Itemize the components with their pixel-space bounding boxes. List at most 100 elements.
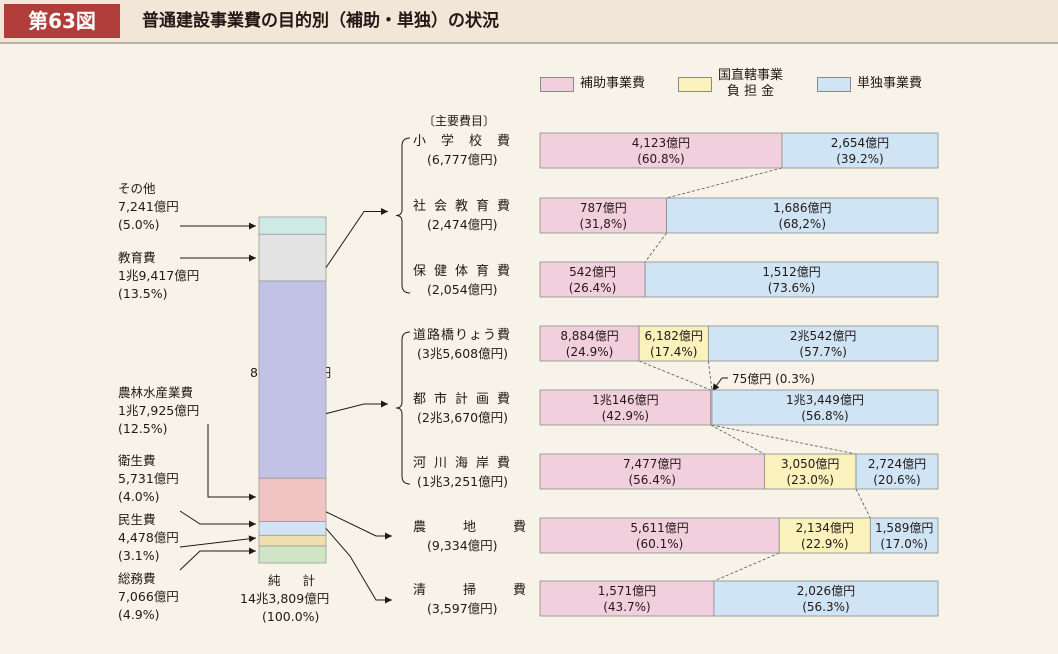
bar-pct-label: (17.4%) [650,345,697,359]
connector-lines: 75億円 (0.3%) [638,167,871,582]
legend-swatch-hojo [540,77,574,92]
segment-label-doboku-amount: 8兆1,951億円 [250,365,332,380]
link-arrow-head [381,208,388,215]
bar-value-label: 1,512億円 [762,265,820,279]
bar-value-label: 2,026億円 [797,584,855,598]
dashed-connector [644,232,667,263]
bar-segment [781,132,939,169]
segment-label-minsei-amount: 4,478億円 [118,530,179,545]
bar-pct-label: (68,2%) [779,217,826,231]
bar-segment [539,197,667,234]
segment-label-minsei-name: 民生費 [118,512,156,527]
legend-label-chokkatsu: 国直轄事業 負 担 金 [718,68,784,99]
figure-number: 第63図 [4,4,120,38]
bar-value-label: 2,134億円 [796,521,854,535]
pointer-arrow-head [249,493,256,501]
link-arrow-head [381,400,388,408]
bar-value-label: 5,611億円 [630,521,688,535]
dashed-connector [710,424,765,455]
segment-label-eisei-name: 衛生費 [118,453,156,468]
segment-label-sonota-pct: (5.0%) [118,217,160,232]
bar-pct-label: (31,8%) [580,217,627,231]
bar-value-label: 7,477億円 [623,457,681,471]
segment-label-norin-name: 農林水産業費 [118,385,194,400]
pointer-arrow [179,550,256,571]
bar-pct-label: (56.3%) [802,600,849,614]
bar-segment [710,389,713,426]
stack-segment [258,545,327,564]
pointer-arrow-head [249,222,256,230]
legend-item-chokkatsu: 国直轄事業 負 担 金 [678,68,808,102]
category-name: 農地費 [413,520,564,535]
total-pct: (100.0%) [262,609,320,624]
link-arrow [325,511,392,537]
bar-pct-label: (42.9%) [602,409,649,423]
category-name: 社会教育費 [413,199,519,214]
bar-value-label: 8,884億円 [560,329,618,343]
link-arrow [325,403,388,415]
pointer-arrow-head [248,535,256,543]
total-title: 純計 [268,573,338,588]
stack-segment [258,534,327,547]
callout-arrow-head [712,383,720,391]
bracket-education [395,137,411,294]
bar-value-label: 1,686億円 [773,201,831,215]
bar-pct-label: (22.9%) [801,537,848,551]
segment-label-kyoiku-amount: 1兆9,417億円 [118,268,200,283]
dashed-connector [666,167,783,199]
segment-label-norin-pct: (12.5%) [118,421,168,436]
category-name: 道路橋りょう費 [413,328,512,343]
bar-segment [539,580,715,617]
bar-segment [539,389,712,426]
dashed-connector [711,424,857,455]
bar-pct-label: (57.7%) [799,345,846,359]
bar-value-label: 542億円 [569,265,616,279]
legend-label-hojo: 補助事業費 [580,76,646,91]
bar-pct-label: (17.0%) [880,537,927,551]
category-total: (2,474億円) [427,217,498,232]
bar-value-label: 1兆146億円 [592,393,659,407]
bar-pct-label: (56.8%) [801,409,848,423]
segment-label-sonota-amount: 7,241億円 [118,199,179,214]
category-total: (6,777億円) [427,152,498,167]
segment-label-kyoiku-pct: (13.5%) [118,286,168,301]
bar-pct-label: (39.2%) [836,152,883,166]
bar-value-label: 2,654億円 [831,136,889,150]
pointer-arrow-head [249,254,256,262]
stack-segment [258,477,327,522]
bar-segment [666,197,939,234]
dashed-connector [707,360,713,391]
pointer-arrow [207,424,256,498]
bar-value-label: 1,571億円 [598,584,656,598]
bar-pct-label: (60.1%) [636,537,683,551]
stack-segment [258,233,327,282]
legend-item-hojo: 補助事業費 [540,74,670,94]
callout-label: 75億円 (0.3%) [732,372,815,386]
pointer-arrow [179,510,256,525]
bar-segment [713,580,939,617]
bar-pct-label: (23.0%) [786,473,833,487]
bar-segment [638,325,709,362]
category-total: (3,597億円) [427,601,498,616]
pointer-arrow-head [249,520,256,528]
segment-label-minsei-pct: (3.1%) [118,548,160,563]
bar-segment [707,325,939,362]
segment-label-somu-name: 総務費 [118,571,156,586]
category-total: (9,334億円) [427,538,498,553]
segment-label-doboku-pct: (57.0%) [266,383,316,398]
segment-label-eisei-pct: (4.0%) [118,489,160,504]
figure-title: 普通建設事業費の目的別（補助・単独）の状況 [142,11,499,31]
bracket-civil-engineering [395,331,411,485]
segment-label-doboku-name: 土木費 [268,347,306,362]
dashed-connector [638,360,711,391]
bar-value-label: 2兆542億円 [790,329,857,343]
legend-label-tandoku: 単独事業費 [857,76,923,91]
bar-segment [539,517,780,554]
bar-value-label: 1,589億円 [875,521,933,535]
bar-pct-label: (73.6%) [768,281,815,295]
category-name: 都市計画費 [413,392,519,407]
bar-value-label: 6,182億円 [645,329,703,343]
category-name: 小学校費 [413,134,526,149]
category-total: (2兆3,670億円) [417,410,508,425]
legend-item-tandoku: 単独事業費 [817,74,947,94]
